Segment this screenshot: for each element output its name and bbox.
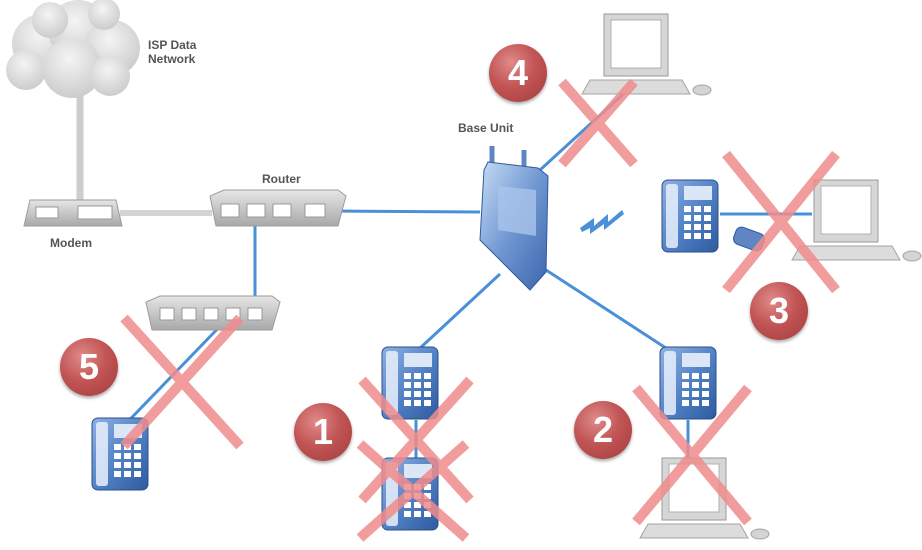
desk-phone-icon [659,346,717,420]
isp-network-label: ISP Data Network [148,38,196,66]
invalid-x-icon [120,314,244,450]
base-to-phone1-link [416,272,502,352]
router-icon [209,189,347,227]
invalid-x-icon [356,440,470,542]
isp-label-line2: Network [148,52,196,66]
badge-5: 5 [60,338,118,396]
base-to-phone2-link [545,268,673,354]
cloud-icon [6,0,140,98]
computer-icon [581,13,712,96]
invalid-x-icon [632,384,752,526]
router-label: Router [262,172,301,186]
desk-phone-icon [661,179,719,253]
badge-1: 1 [294,403,352,461]
modem-icon [23,199,123,227]
switch-icon [145,295,281,331]
badge-4: 4 [489,44,547,102]
invalid-x-icon [358,376,474,504]
badge-2: 2 [574,401,632,459]
modem-label: Modem [50,236,92,250]
wireless-signal-icon [580,210,624,234]
isp-label-line1: ISP Data [148,38,197,52]
base-unit-icon [479,146,549,291]
badge-3: 3 [750,282,808,340]
router-to-base-link [329,209,481,214]
base-unit-label: Base Unit [458,121,514,135]
invalid-x-icon [722,150,840,294]
invalid-x-icon [558,78,638,168]
connections [76,55,812,462]
